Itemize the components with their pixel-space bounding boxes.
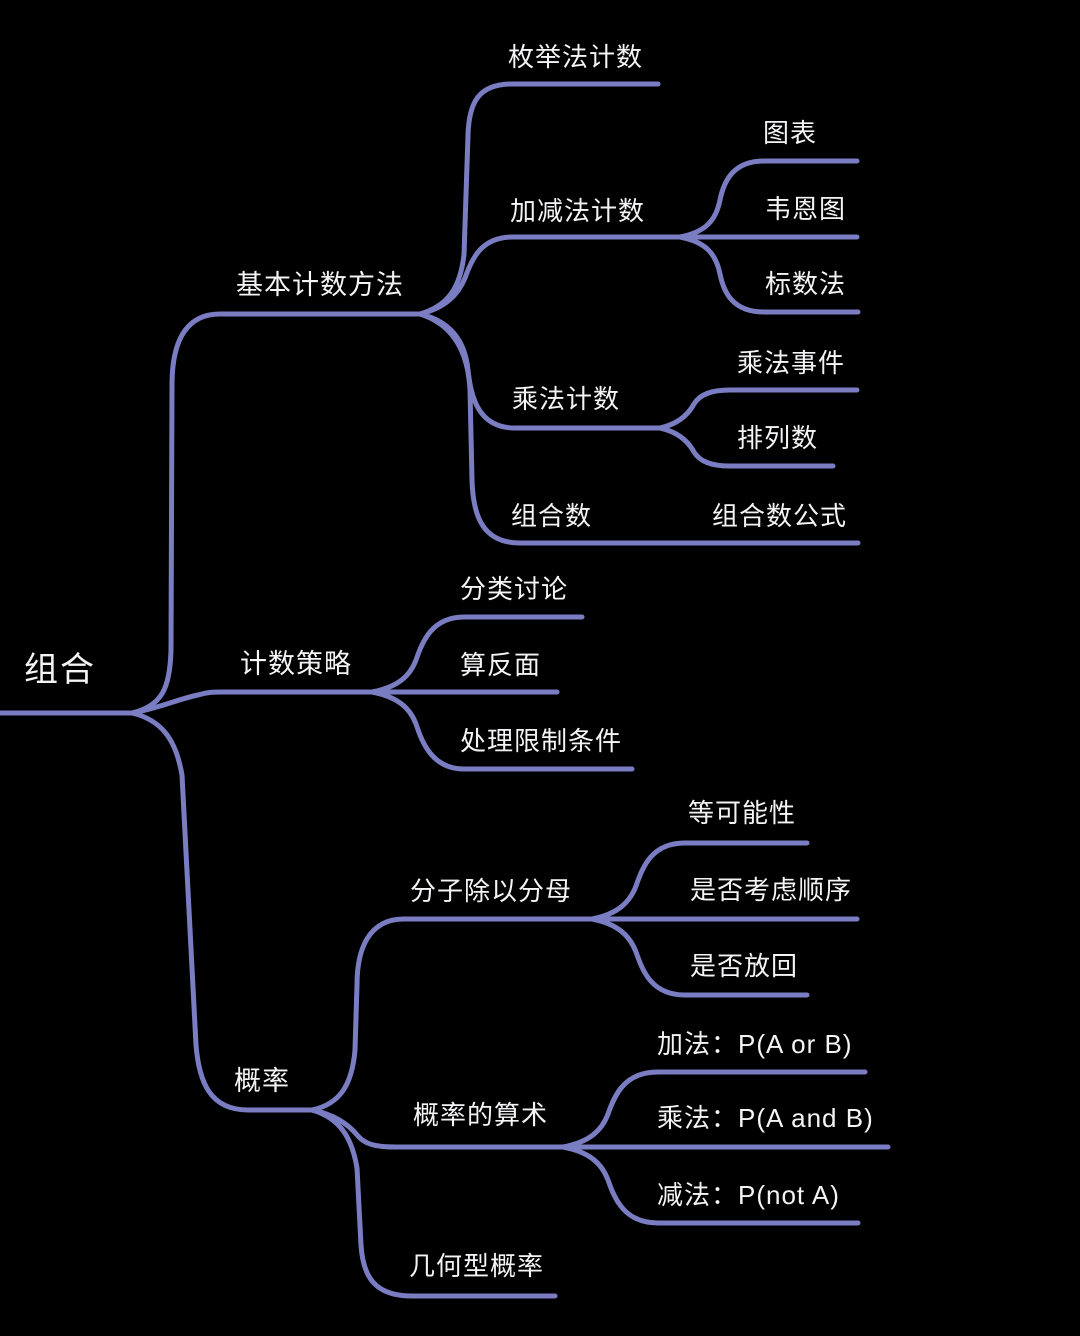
connector-addition-rule bbox=[560, 1069, 868, 1150]
node-combination-number[interactable]: 组合数 bbox=[511, 501, 593, 531]
node-enumeration[interactable]: 枚举法计数 bbox=[508, 42, 644, 72]
node-equally-likely[interactable]: 等可能性 bbox=[688, 798, 797, 828]
node-subtraction-rule[interactable]: 减法：P(not A) bbox=[657, 1180, 840, 1210]
connector-subtraction-rule bbox=[560, 1144, 861, 1226]
node-permutation[interactable]: 排列数 bbox=[737, 423, 819, 453]
connector-probability bbox=[129, 710, 315, 1113]
node-constraints[interactable]: 处理限制条件 bbox=[460, 726, 623, 756]
connector-permutation bbox=[657, 425, 836, 469]
node-add-subtract[interactable]: 加减法计数 bbox=[510, 196, 646, 226]
node-venn-diagram[interactable]: 韦恩图 bbox=[765, 194, 847, 224]
connector-label-method bbox=[677, 234, 861, 315]
node-complement[interactable]: 算反面 bbox=[460, 650, 542, 680]
connector-case-analysis bbox=[369, 614, 585, 695]
connector-equally-likely bbox=[589, 840, 810, 922]
node-basic-counting[interactable]: 基本计数方法 bbox=[236, 270, 404, 300]
connector-combination-number bbox=[417, 311, 861, 546]
node-probability[interactable]: 概率 bbox=[234, 1066, 290, 1096]
connector-geometric-probability bbox=[309, 1107, 558, 1299]
node-numerator-denominator[interactable]: 分子除以分母 bbox=[410, 876, 573, 906]
node-chart[interactable]: 图表 bbox=[763, 118, 818, 148]
connector-replacement bbox=[589, 916, 810, 998]
node-geometric-probability[interactable]: 几何型概率 bbox=[409, 1251, 545, 1281]
connector-numerator-denominator bbox=[309, 916, 595, 1113]
node-addition-rule[interactable]: 加法：P(A or B) bbox=[657, 1029, 853, 1059]
node-combination-formula[interactable]: 组合数公式 bbox=[712, 501, 848, 531]
node-multiplication-counting[interactable]: 乘法计数 bbox=[512, 384, 621, 414]
node-probability-arithmetic[interactable]: 概率的算术 bbox=[413, 1100, 549, 1130]
connector-add-subtract bbox=[417, 234, 683, 317]
connector-constraints bbox=[369, 689, 635, 772]
node-multiplication-event[interactable]: 乘法事件 bbox=[737, 348, 846, 378]
connector-counting-strategy bbox=[129, 689, 375, 716]
node-multiplication-rule[interactable]: 乘法：P(A and B) bbox=[657, 1103, 874, 1133]
root-node[interactable]: 组合 bbox=[24, 651, 96, 689]
connector-chart bbox=[677, 158, 860, 240]
node-label-method[interactable]: 标数法 bbox=[765, 269, 847, 299]
connector-basic-counting bbox=[129, 311, 423, 716]
node-replacement[interactable]: 是否放回 bbox=[690, 951, 799, 981]
connector-multiplication-event bbox=[657, 387, 860, 431]
node-order-matters[interactable]: 是否考虑顺序 bbox=[690, 875, 853, 905]
node-case-analysis[interactable]: 分类讨论 bbox=[460, 574, 569, 604]
node-counting-strategy[interactable]: 计数策略 bbox=[240, 649, 352, 679]
